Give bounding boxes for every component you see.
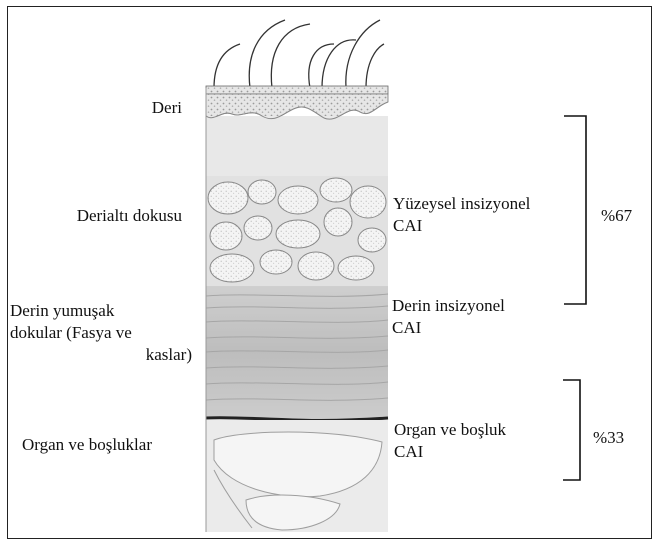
label-deep-line3: kaslar) [10,344,192,366]
organ-cai-line2: CAI [394,441,506,463]
label-deep-soft-tissue: Derin yumuşak dokular (Fasya ve kaslar) [10,300,192,366]
dermis-layer [206,94,388,119]
label-skin: Deri [90,97,182,119]
percent-33: %33 [593,427,624,449]
label-deep-cai: Derin insizyonel CAI [392,295,505,339]
bracket-67 [564,116,586,304]
superficial-cai-line2: CAI [393,215,530,237]
label-organ-space: Organ ve boşluklar [22,434,152,456]
organ-cai-line1: Organ ve boşluk [394,419,506,441]
label-deep-line2: dokular (Fasya ve [10,322,192,344]
lower-dermis [206,116,388,176]
deep-cai-line2: CAI [392,317,505,339]
peritoneum-line [206,418,388,421]
label-deep-line1: Derin yumuşak [10,300,192,322]
bracket-33 [563,380,580,480]
deep-cai-line1: Derin insizyonel [392,295,505,317]
label-organ-cai: Organ ve boşluk CAI [394,419,506,463]
hair-strands [214,20,384,88]
epidermis-layer [206,86,388,94]
superficial-cai-line1: Yüzeysel insizyonel [393,193,530,215]
label-subcutaneous: Derialtı dokusu [30,205,182,227]
percent-67: %67 [601,205,632,227]
label-superficial-cai: Yüzeysel insizyonel CAI [393,193,530,237]
